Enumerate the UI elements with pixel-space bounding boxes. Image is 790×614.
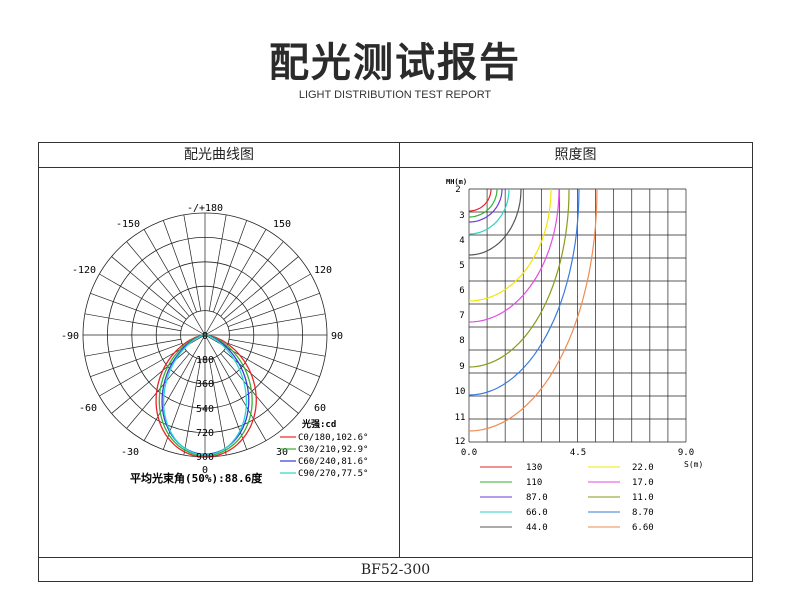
panel-divider — [399, 143, 400, 557]
page-subtitle: LIGHT DISTRIBUTION TEST REPORT — [298, 89, 492, 101]
page-title: 配光测试报告 — [269, 40, 521, 86]
model-footer: BF52-300 — [39, 557, 752, 582]
polar-panel-title: 配光曲线图 — [39, 143, 400, 168]
report-frame: 配光曲线图 照度图 BF52-300 — [38, 142, 753, 582]
illuminance-panel-title: 照度图 — [399, 143, 752, 168]
